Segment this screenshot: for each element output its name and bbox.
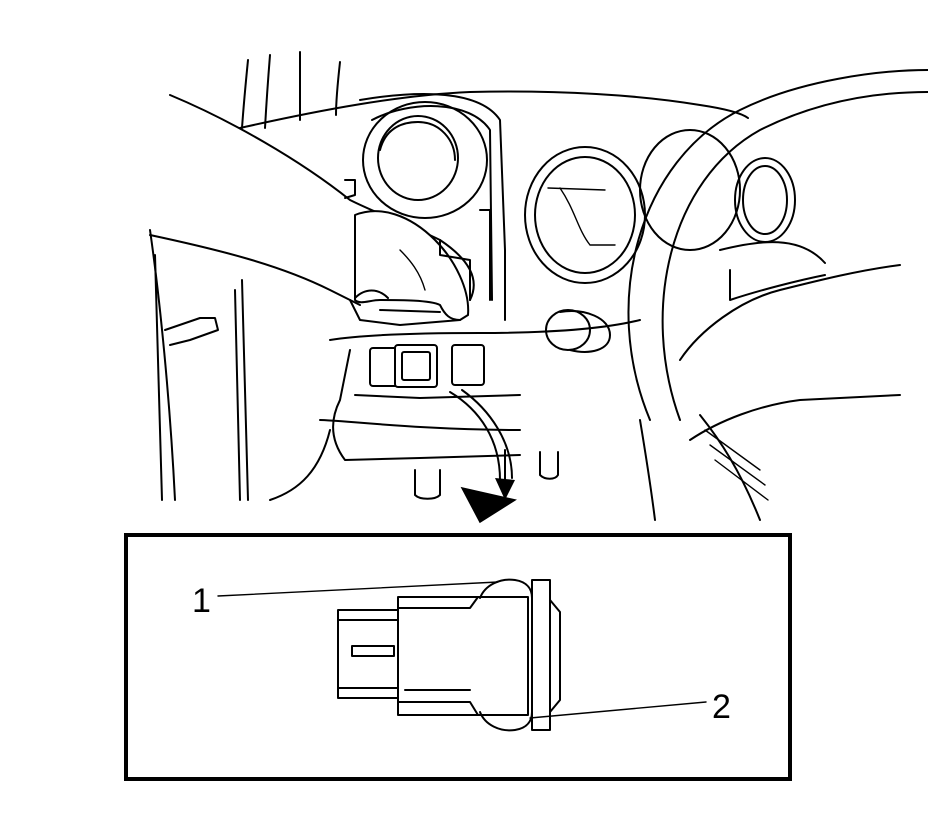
callout-label-1: 1 [192, 582, 211, 620]
steering-wheel [627, 69, 928, 521]
retaining-clip-upper [479, 578, 533, 599]
technician-hand [149, 94, 475, 326]
left-door-panel [149, 229, 249, 501]
right-air-vent [639, 129, 796, 251]
switch-removed [394, 344, 438, 388]
callout-label-2: 2 [712, 688, 731, 726]
switch-detail [337, 578, 561, 732]
detail-view-box: 1 2 [124, 533, 792, 781]
retaining-clip-lower [479, 711, 533, 732]
lower-dash-panel [269, 309, 641, 501]
dashboard-illustration [149, 51, 928, 524]
center-air-vent [524, 146, 646, 284]
left-air-vent [362, 101, 488, 219]
removal-arrow [449, 389, 517, 524]
